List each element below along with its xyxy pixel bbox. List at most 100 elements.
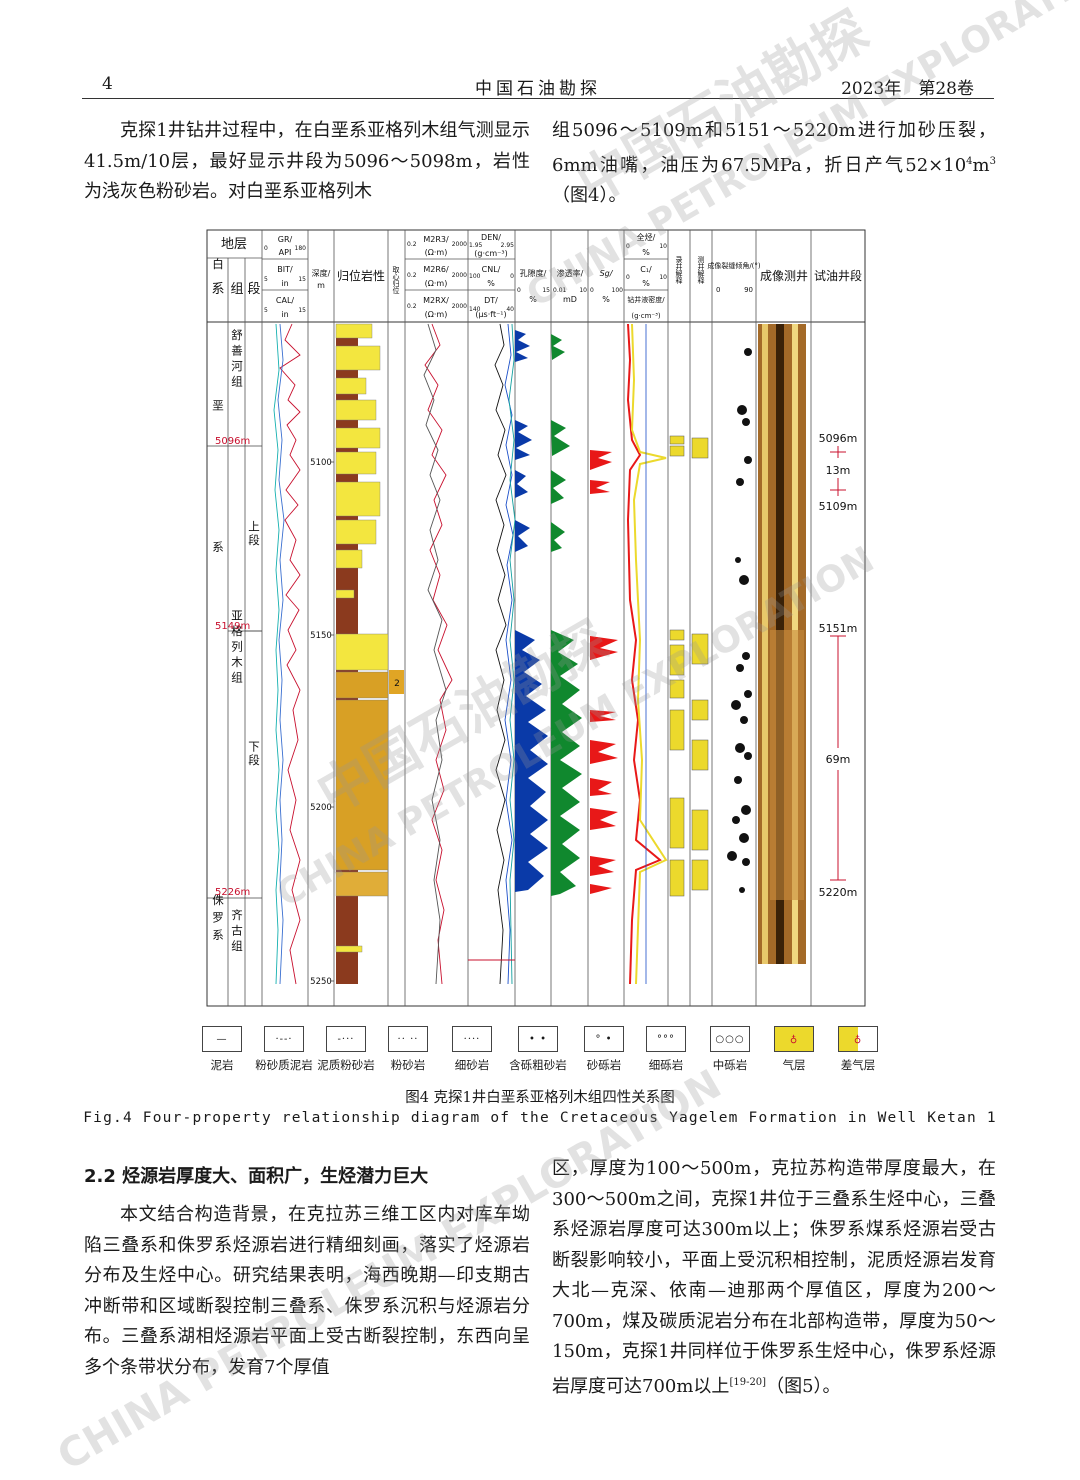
- interpretation-column: [669, 435, 709, 897]
- system-jurassic: 侏罗系: [211, 894, 225, 947]
- group-yagelem: 亚格列木组: [230, 609, 244, 687]
- legend-siltstone: ·· ··粉砂岩: [378, 1026, 438, 1073]
- svg-text:录井解释: 录井解释: [675, 256, 683, 285]
- resistivity-curves: [423, 323, 453, 985]
- legend-pebbly-coarse-sandstone: • •含砾粗砂岩: [508, 1026, 568, 1073]
- permeability-fill: [551, 334, 582, 896]
- legend-glutenite: ° •砂砾岩: [574, 1026, 634, 1073]
- svg-text:(Ω·m): (Ω·m): [425, 279, 448, 288]
- svg-text:M2RX/: M2RX/: [423, 296, 449, 305]
- fracture-dips: [727, 348, 752, 893]
- boundary-5149: 5149m: [215, 621, 250, 632]
- svg-text:钻井液密度/: 钻井液密度/: [627, 295, 665, 304]
- svg-text:测井解释: 测井解释: [697, 256, 705, 285]
- svg-text:Sg/: Sg/: [600, 269, 614, 278]
- figure-caption-cn: 图4 克探1井白垩系亚格列木组四性关系图: [405, 1090, 675, 1106]
- group-qigu: 齐古组: [230, 908, 244, 955]
- journal-title: 中国石油勘探: [475, 79, 601, 99]
- svg-text:成像测井: 成像测井: [760, 269, 808, 283]
- svg-text:90: 90: [744, 286, 753, 294]
- svg-text:深度/: 深度/: [312, 268, 331, 278]
- legend-fine-conglomerate: °°°细砾岩: [636, 1026, 696, 1073]
- gr-curves: [273, 323, 301, 985]
- svg-text:API: API: [279, 248, 292, 257]
- svg-text:5100: 5100: [310, 458, 332, 468]
- svg-text:2000: 2000: [452, 303, 467, 310]
- svg-text:2.95: 2.95: [501, 242, 515, 249]
- svg-text:(Ω·m): (Ω·m): [425, 310, 448, 319]
- svg-text:(g·cm⁻³): (g·cm⁻³): [631, 312, 661, 320]
- svg-text:15: 15: [298, 276, 306, 283]
- svg-text:试油井段: 试油井段: [814, 268, 862, 283]
- svg-text:mD: mD: [563, 295, 577, 304]
- lithology-column: 2: [335, 323, 404, 984]
- gas-logs: [626, 323, 668, 985]
- svg-text:C₁/: C₁/: [640, 265, 652, 274]
- svg-text:0.01: 0.01: [553, 287, 567, 294]
- test-5096: 5096m: [819, 432, 858, 445]
- svg-text:0.2: 0.2: [407, 272, 417, 279]
- svg-text:段: 段: [247, 282, 260, 297]
- section-heading: 2.2 烃源岩厚度大、面积广，生烃潜力巨大: [84, 1166, 429, 1187]
- svg-text:10: 10: [659, 274, 667, 281]
- test-5151: 5151m: [819, 622, 858, 635]
- page-number: 4: [102, 74, 113, 94]
- segment-upper: 上段: [247, 521, 261, 548]
- svg-text:5200: 5200: [310, 803, 332, 813]
- svg-text:0.2: 0.2: [407, 241, 417, 248]
- svg-text:M2R6/: M2R6/: [423, 265, 449, 274]
- porosity-fill: [515, 330, 548, 892]
- svg-text:180: 180: [295, 245, 307, 252]
- year-volume: 2023年 第28卷: [841, 79, 974, 99]
- svg-text:CAL/: CAL/: [276, 296, 295, 305]
- svg-text:取心归位: 取心归位: [392, 266, 400, 294]
- svg-text:40: 40: [506, 306, 514, 313]
- svg-text:140: 140: [469, 306, 481, 313]
- svg-text:15: 15: [298, 307, 306, 314]
- figure-caption-en: Fig.4 Four-property relationship diagram…: [83, 1110, 997, 1126]
- legend-muddy-siltstone: -···泥质粉砂岩: [316, 1026, 376, 1073]
- svg-text:m: m: [317, 281, 325, 290]
- test-intervals: [830, 446, 846, 881]
- svg-text:%: %: [642, 279, 650, 288]
- svg-text:组: 组: [230, 282, 243, 297]
- paragraph-left-bottom: 本文结合构造背景，在克拉苏三维工区内对库车坳陷三叠系和侏罗系烃源岩进行精细刻画，…: [84, 1204, 530, 1378]
- test-13m: 13m: [826, 464, 851, 477]
- svg-text:5150: 5150: [310, 631, 332, 641]
- svg-text:%: %: [602, 295, 610, 304]
- page-header: 4 中国石油勘探 2023年 第28卷: [82, 64, 994, 99]
- legend-silty-mudstone: ·--·粉砂质泥岩: [254, 1026, 314, 1073]
- svg-text:%: %: [642, 248, 650, 257]
- svg-text:5: 5: [264, 276, 268, 283]
- svg-text:归位岩性: 归位岩性: [337, 268, 385, 283]
- svg-text:100: 100: [612, 287, 624, 294]
- system-cretaceous: 白垩系: [211, 257, 225, 682]
- svg-text:系: 系: [211, 282, 224, 297]
- svg-text:1.95: 1.95: [469, 242, 483, 249]
- core-label: 2: [394, 679, 400, 689]
- test-5109: 5109m: [819, 500, 858, 513]
- sg-fill: [590, 450, 618, 894]
- svg-text:GR/: GR/: [278, 235, 293, 244]
- svg-text:M2R3/: M2R3/: [423, 235, 449, 244]
- image-log: [758, 324, 806, 964]
- legend-poor-gas-layer: ♁差气层: [828, 1026, 888, 1073]
- svg-text:5: 5: [264, 307, 268, 314]
- svg-text:(g·cm⁻³): (g·cm⁻³): [474, 249, 507, 258]
- test-5220: 5220m: [819, 886, 858, 899]
- well-log-figure: 地层 系 组 段 GR/ API 0 180 BIT/ in 5 15 CAL/…: [206, 229, 866, 1007]
- svg-text:in: in: [281, 279, 288, 288]
- legend-fine-sandstone: ····细砂岩: [442, 1026, 502, 1073]
- svg-text:孔隙度/: 孔隙度/: [520, 268, 547, 278]
- svg-text:in: in: [281, 310, 288, 319]
- svg-text:10: 10: [579, 287, 587, 294]
- svg-text:BIT/: BIT/: [277, 265, 293, 274]
- svg-text:%: %: [487, 279, 495, 288]
- svg-text:0: 0: [590, 287, 594, 294]
- svg-text:0: 0: [510, 273, 514, 280]
- svg-text:全烃/: 全烃/: [637, 232, 656, 242]
- legend-gas-layer: ♁气层: [764, 1026, 824, 1073]
- svg-text:0: 0: [716, 286, 720, 294]
- svg-text:2000: 2000: [452, 241, 467, 248]
- legend-mudstone: —泥岩: [192, 1026, 252, 1073]
